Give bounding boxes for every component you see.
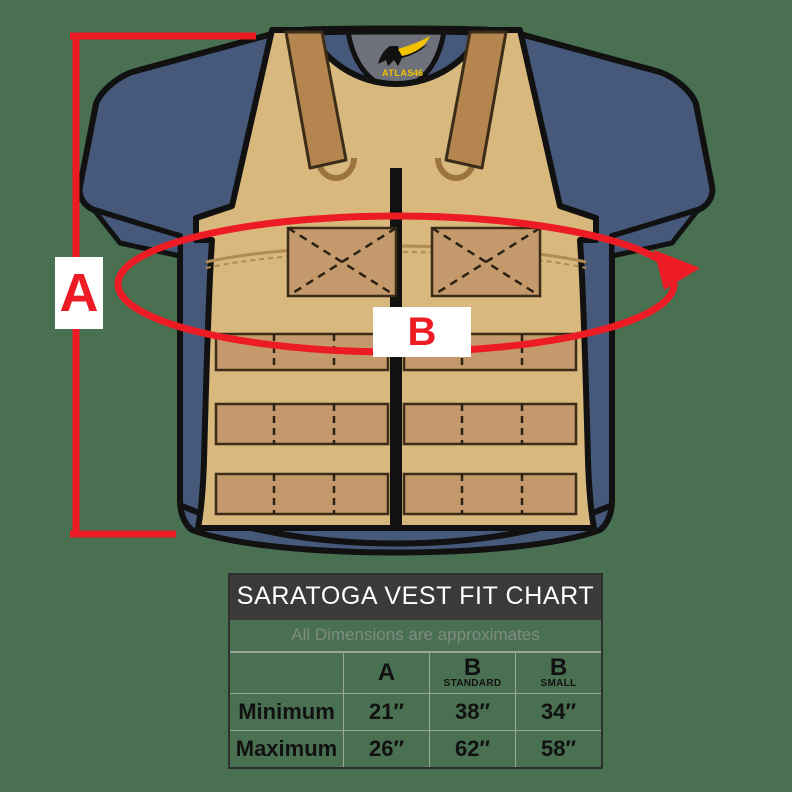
- row-label-minimum: Minimum: [230, 693, 344, 731]
- fit-chart-header-b-standard: B STANDARD: [429, 652, 516, 694]
- header-b-small-sub: SMALL: [540, 678, 577, 690]
- molle-row-2: [214, 402, 578, 446]
- dimension-a-label: A: [55, 257, 103, 329]
- chest-girth-measure: [114, 212, 700, 356]
- tactical-vest-body: [193, 27, 599, 531]
- maximum-b-standard-value: 62″: [429, 730, 516, 767]
- eagle-logo-icon: ATLAS 46: [378, 36, 430, 78]
- fit-chart-header-b-small: B SMALL: [515, 652, 601, 694]
- chest-pocket-left: [286, 226, 398, 298]
- row-label-maximum: Maximum: [230, 730, 344, 767]
- fit-chart-subtitle: All Dimensions are approximates: [230, 620, 601, 652]
- maximum-a-value: 26″: [343, 730, 430, 767]
- fit-chart-table: A B STANDARD B SMALL Minimum 21″ 38: [230, 652, 601, 767]
- chest-pocket-right: [430, 226, 542, 298]
- svg-text:ATLAS: ATLAS: [382, 68, 414, 78]
- fit-chart-header-blank: [230, 652, 344, 694]
- fit-chart: SARATOGA VEST FIT CHART All Dimensions a…: [228, 573, 603, 769]
- header-a-main: A: [377, 658, 396, 686]
- shoulder-strap-left: [284, 30, 348, 170]
- dimension-b-label: B: [373, 307, 471, 357]
- minimum-b-standard-value: 38″: [429, 693, 516, 731]
- shoulder-strap-right: [444, 30, 508, 170]
- table-row: Maximum 26″ 62″ 58″: [230, 730, 601, 767]
- fit-chart-header-a: A: [343, 652, 430, 694]
- table-row: Minimum 21″ 38″ 34″: [230, 693, 601, 731]
- minimum-b-small-value: 34″: [515, 693, 601, 731]
- minimum-a-value: 21″: [343, 693, 430, 731]
- svg-text:46: 46: [413, 68, 423, 78]
- header-b-standard-sub: STANDARD: [443, 678, 502, 690]
- header-b-small-main: B: [549, 653, 568, 681]
- fit-chart-title: SARATOGA VEST FIT CHART: [230, 575, 601, 620]
- maximum-b-small-value: 58″: [515, 730, 601, 767]
- header-b-standard-main: B: [463, 653, 482, 681]
- fit-chart-header-row: A B STANDARD B SMALL: [230, 652, 601, 694]
- molle-row-3: [214, 472, 578, 516]
